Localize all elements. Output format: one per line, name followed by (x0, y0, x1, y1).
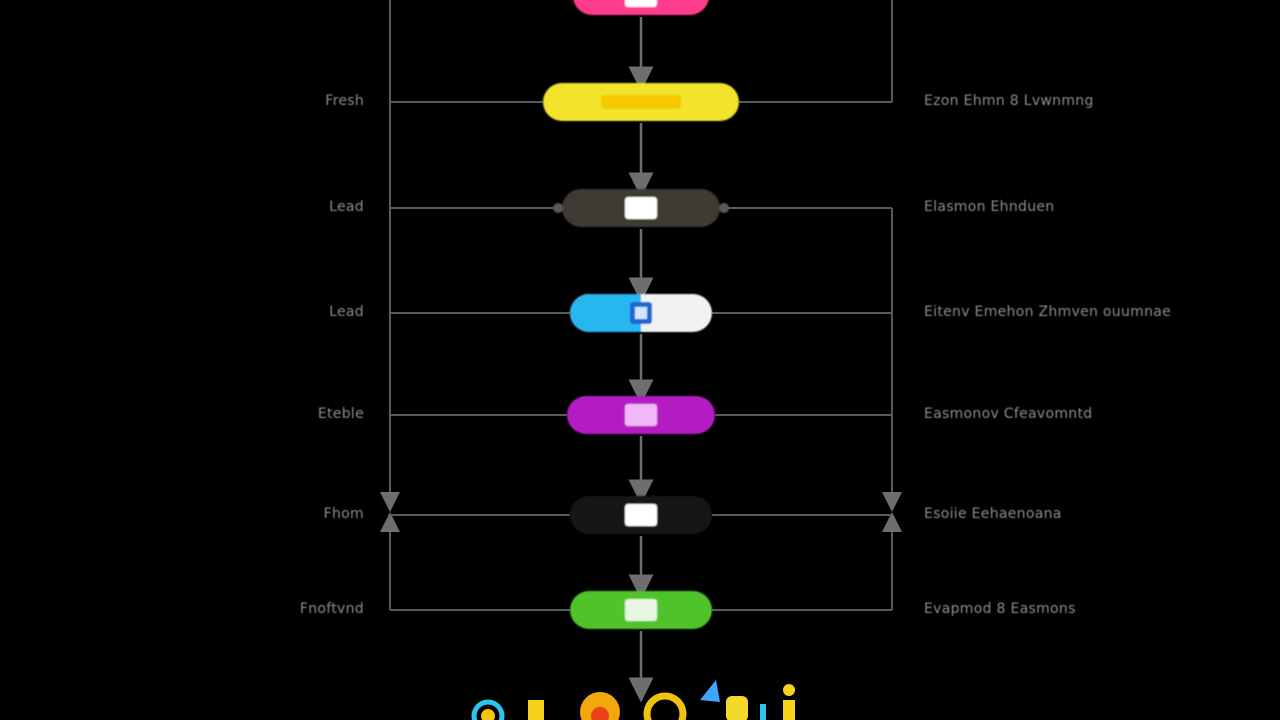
footer-art-piece-8 (783, 684, 795, 696)
node-port-right (719, 203, 729, 213)
node-pill-left (570, 294, 641, 332)
left-label-n5: Fhom (323, 506, 364, 522)
node-icon-block (625, 197, 657, 219)
node-icon-block (625, 404, 657, 426)
node-icon-block (625, 0, 657, 7)
footer-art-piece-10 (760, 704, 766, 720)
footer-art-piece-4 (591, 707, 609, 720)
left-label-n1: Fresh (325, 93, 364, 109)
node-label-block (601, 95, 681, 109)
left-label-n2: Lead (329, 199, 364, 215)
node-port-left (553, 203, 563, 213)
right-label-n6: Evapmod 8 Easmons (924, 601, 1076, 617)
flow-node-n6 (570, 591, 712, 629)
flow-node-n3 (570, 294, 712, 332)
left-label-n3: Lead (329, 304, 364, 320)
right-label-n5: Esoiie Eehaenoana (924, 506, 1062, 522)
footer-art-piece-7 (726, 696, 748, 720)
node-icon-inner (635, 307, 647, 319)
node-icon-block (625, 599, 657, 621)
footer-art-piece-6 (700, 680, 720, 702)
node-pill (573, 0, 709, 15)
node-icon-block (625, 504, 657, 526)
right-label-n4: Easmonov Cfeavomntd (924, 406, 1093, 422)
flow-node-n4 (567, 396, 715, 434)
flow-node-n2 (553, 189, 729, 227)
footer-art-piece-9 (783, 700, 795, 720)
footer-art-piece-2 (528, 700, 544, 720)
right-label-n2: Elasmon Ehnduen (924, 199, 1055, 215)
footer-art-piece-3 (580, 692, 620, 720)
footer-art-piece-0 (471, 699, 505, 720)
footer-art-piece-5 (643, 692, 687, 720)
flow-node-n5 (570, 496, 712, 534)
left-label-n4: Eteble (317, 406, 364, 422)
left-label-n6: Fnoftvnd (299, 601, 364, 617)
footer-art-piece-1 (481, 709, 495, 720)
flow-node-n0 (573, 0, 709, 15)
right-label-n3: Eitenv Emehon Zhmven ouumnae (924, 304, 1172, 320)
right-label-n1: Ezon Ehmn 8 Lvwnmng (924, 93, 1094, 109)
flow-node-n1 (543, 83, 739, 121)
